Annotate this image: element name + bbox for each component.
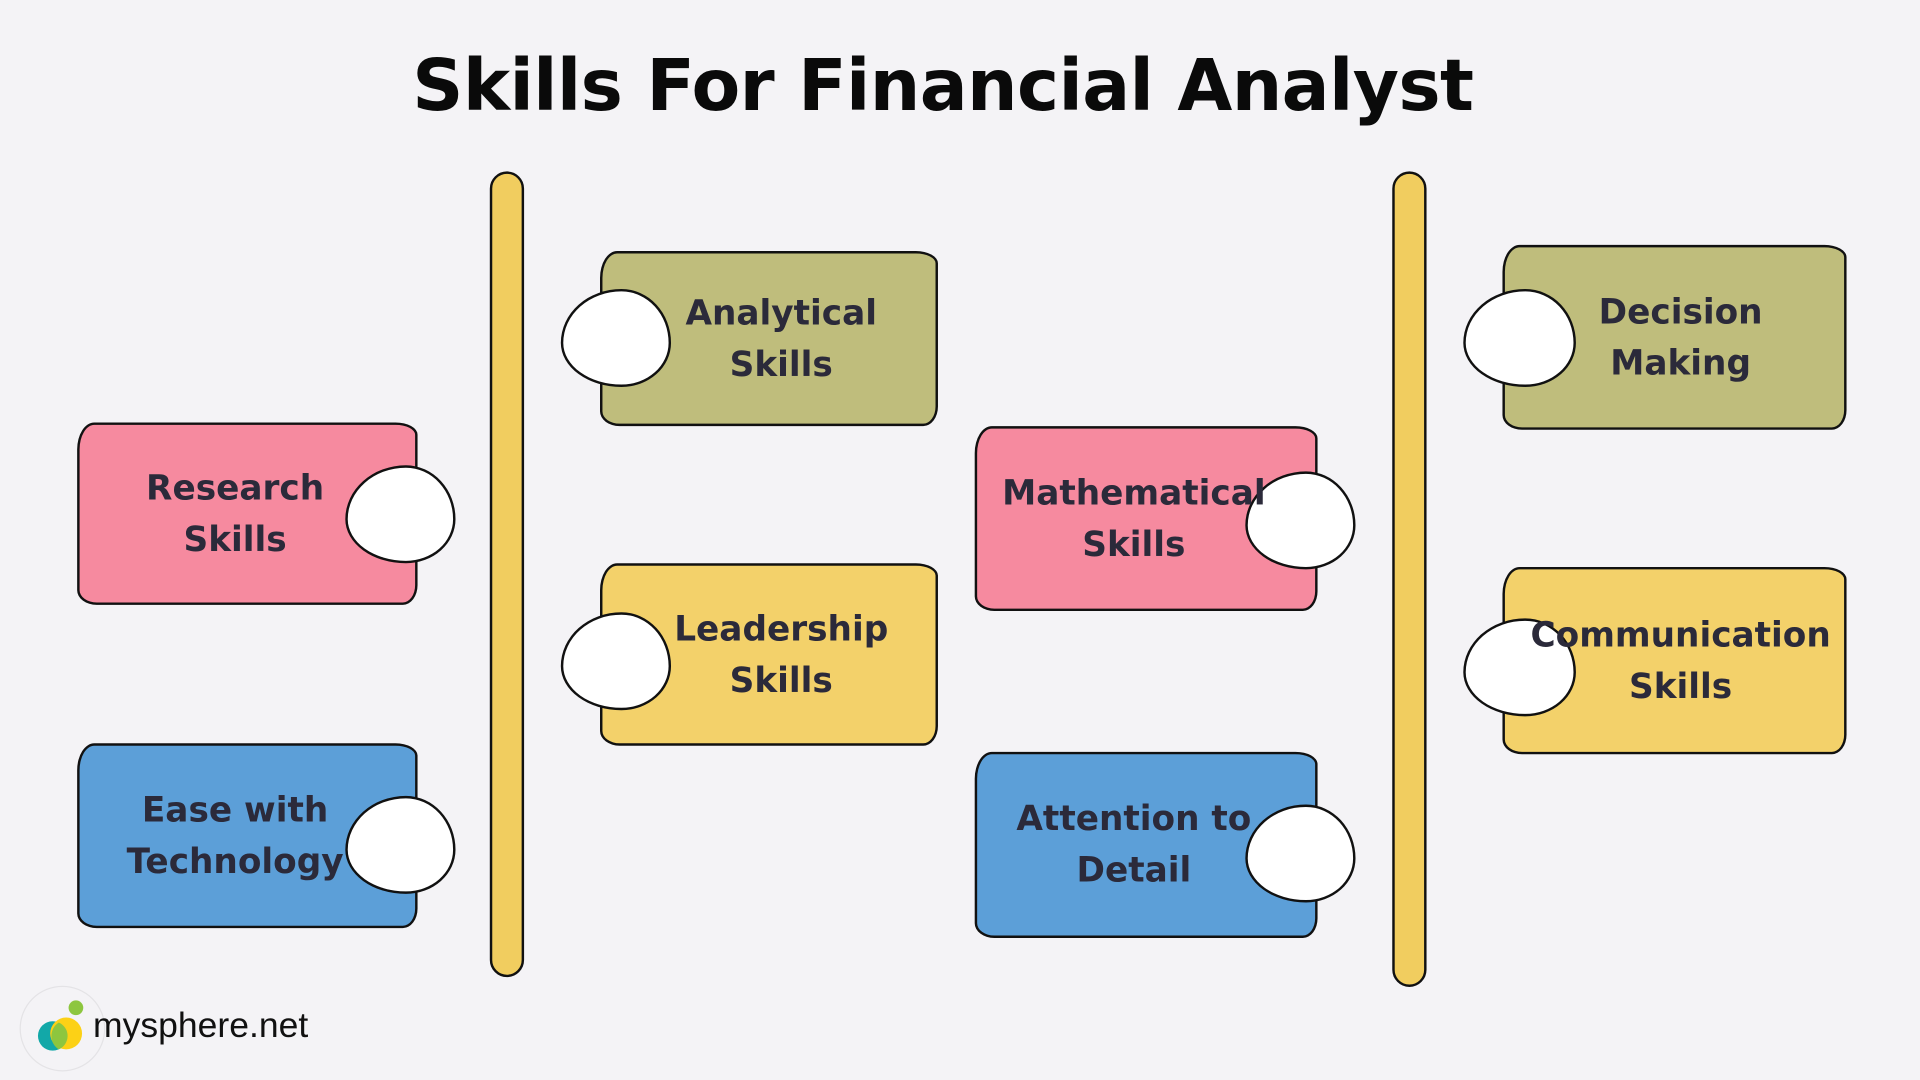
blob-shape bbox=[1463, 288, 1576, 387]
skill-label: Mathematical Skills bbox=[1002, 472, 1266, 564]
logo bbox=[19, 985, 106, 1072]
logo-icon bbox=[37, 1000, 84, 1051]
skill-label: Communication Skills bbox=[1530, 614, 1831, 706]
skill-label: Analytical Skills bbox=[685, 292, 877, 384]
skill-label: Research Skills bbox=[146, 467, 325, 559]
blob-shape bbox=[1463, 618, 1576, 717]
timeline-bar-right bbox=[1392, 171, 1427, 987]
skill-label: Attention to Detail bbox=[1016, 798, 1252, 891]
logo-text: mysphere.net bbox=[93, 1006, 309, 1046]
blob-shape bbox=[1245, 804, 1356, 903]
timeline-bar-left bbox=[489, 171, 525, 978]
page-title: Skills For Financial Analyst bbox=[412, 44, 1474, 128]
blob-shape bbox=[345, 465, 456, 564]
skill-card-leadership: Leadership Skills bbox=[600, 563, 938, 746]
blob-shape bbox=[1245, 471, 1356, 570]
blob-shape bbox=[560, 612, 672, 711]
skill-label: Decision Making bbox=[1598, 290, 1763, 383]
skill-label: Leadership Skills bbox=[674, 607, 889, 700]
skill-card-mathematical: Mathematical Skills bbox=[974, 426, 1318, 612]
skill-card-communication: Communication Skills bbox=[1502, 566, 1847, 755]
blob-shape bbox=[345, 795, 456, 894]
blob-shape bbox=[560, 288, 672, 387]
skill-label: Ease with Technology bbox=[126, 789, 344, 882]
